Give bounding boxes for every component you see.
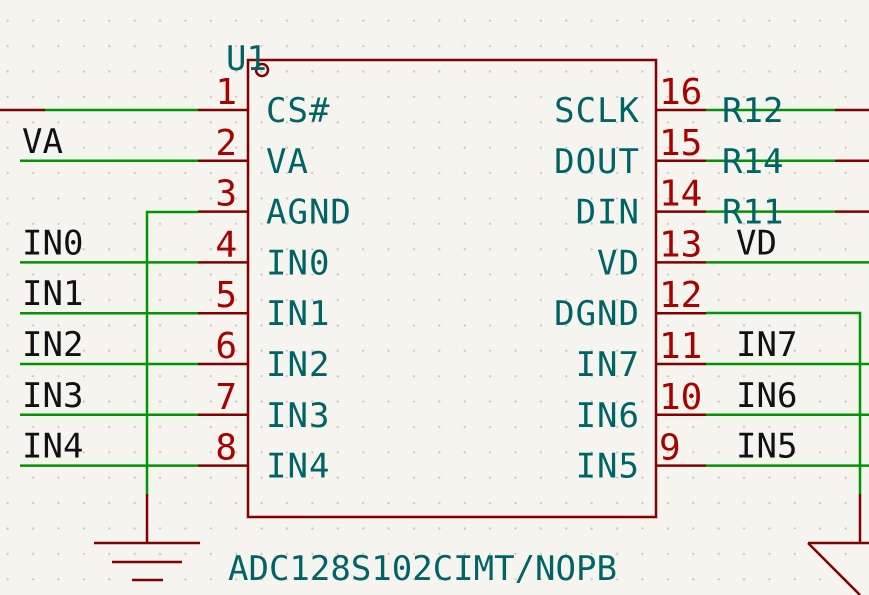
pin-number-6: 6 bbox=[215, 326, 237, 367]
pin-name-dout: DOUT bbox=[554, 142, 640, 182]
net-label-in1[interactable]: IN1 bbox=[22, 274, 83, 314]
net-label-in5[interactable]: IN5 bbox=[736, 427, 797, 467]
pin-name-in4: IN4 bbox=[266, 447, 330, 487]
pin-number-7: 7 bbox=[215, 377, 237, 418]
pin-number-15: 15 bbox=[659, 123, 702, 164]
pin-number-2: 2 bbox=[215, 123, 237, 164]
pin-name-in0: IN0 bbox=[266, 243, 330, 283]
resistor-label-r14[interactable]: R14 bbox=[722, 142, 783, 182]
pin-name-in5: IN5 bbox=[576, 447, 640, 487]
pin-number-1: 1 bbox=[215, 72, 237, 113]
ground-symbol-right[interactable] bbox=[807, 494, 869, 595]
pin-number-11: 11 bbox=[659, 326, 702, 367]
dgnd-wire[interactable] bbox=[706, 311, 862, 494]
ic-body[interactable] bbox=[246, 58, 658, 519]
pin-name-in3: IN3 bbox=[266, 396, 330, 436]
pin-name-cs: CS# bbox=[266, 91, 330, 131]
pin-number-8: 8 bbox=[215, 428, 237, 469]
pin-name-va: VA bbox=[266, 142, 309, 182]
net-label-in4[interactable]: IN4 bbox=[22, 427, 83, 467]
pin-name-din: DIN bbox=[576, 193, 640, 233]
agnd-wire[interactable] bbox=[145, 210, 198, 494]
pin-number-5: 5 bbox=[215, 275, 237, 316]
net-label-vd[interactable]: VD bbox=[736, 223, 777, 263]
net-label-in6[interactable]: IN6 bbox=[736, 376, 797, 416]
pin-number-3: 3 bbox=[215, 174, 237, 215]
net-label-in3[interactable]: IN3 bbox=[22, 376, 83, 416]
ground-symbol-left[interactable] bbox=[94, 494, 200, 582]
pin-name-in1: IN1 bbox=[266, 294, 330, 334]
net-label-in2[interactable]: IN2 bbox=[22, 325, 83, 365]
pin-name-in2: IN2 bbox=[266, 345, 330, 385]
net-label-in0[interactable]: IN0 bbox=[22, 223, 83, 263]
pin-number-9: 9 bbox=[659, 428, 681, 469]
pin-number-12: 12 bbox=[659, 275, 702, 316]
reference-designator[interactable]: U1 bbox=[226, 39, 267, 79]
pin-name-sclk: SCLK bbox=[554, 91, 640, 131]
pin-number-10: 10 bbox=[659, 377, 702, 418]
pin-number-16: 16 bbox=[659, 72, 702, 113]
pin1-marker bbox=[254, 62, 270, 78]
pin-number-4: 4 bbox=[215, 224, 237, 265]
pin-name-in6: IN6 bbox=[576, 396, 640, 436]
net-label-in7[interactable]: IN7 bbox=[736, 325, 797, 365]
pin-name-in7: IN7 bbox=[576, 345, 640, 385]
resistor-label-r12[interactable]: R12 bbox=[722, 91, 783, 131]
pin-name-agnd: AGND bbox=[266, 193, 352, 233]
pin-name-vd: VD bbox=[597, 243, 640, 283]
pin-number-14: 14 bbox=[659, 174, 702, 215]
pin-number-13: 13 bbox=[659, 224, 702, 265]
pin-name-dgnd: DGND bbox=[554, 294, 640, 334]
component-value[interactable]: ADC128S102CIMT/NOPB bbox=[228, 549, 617, 589]
net-label-va[interactable]: VA bbox=[22, 122, 63, 162]
resistor-label-r11[interactable]: R11 bbox=[722, 193, 783, 233]
